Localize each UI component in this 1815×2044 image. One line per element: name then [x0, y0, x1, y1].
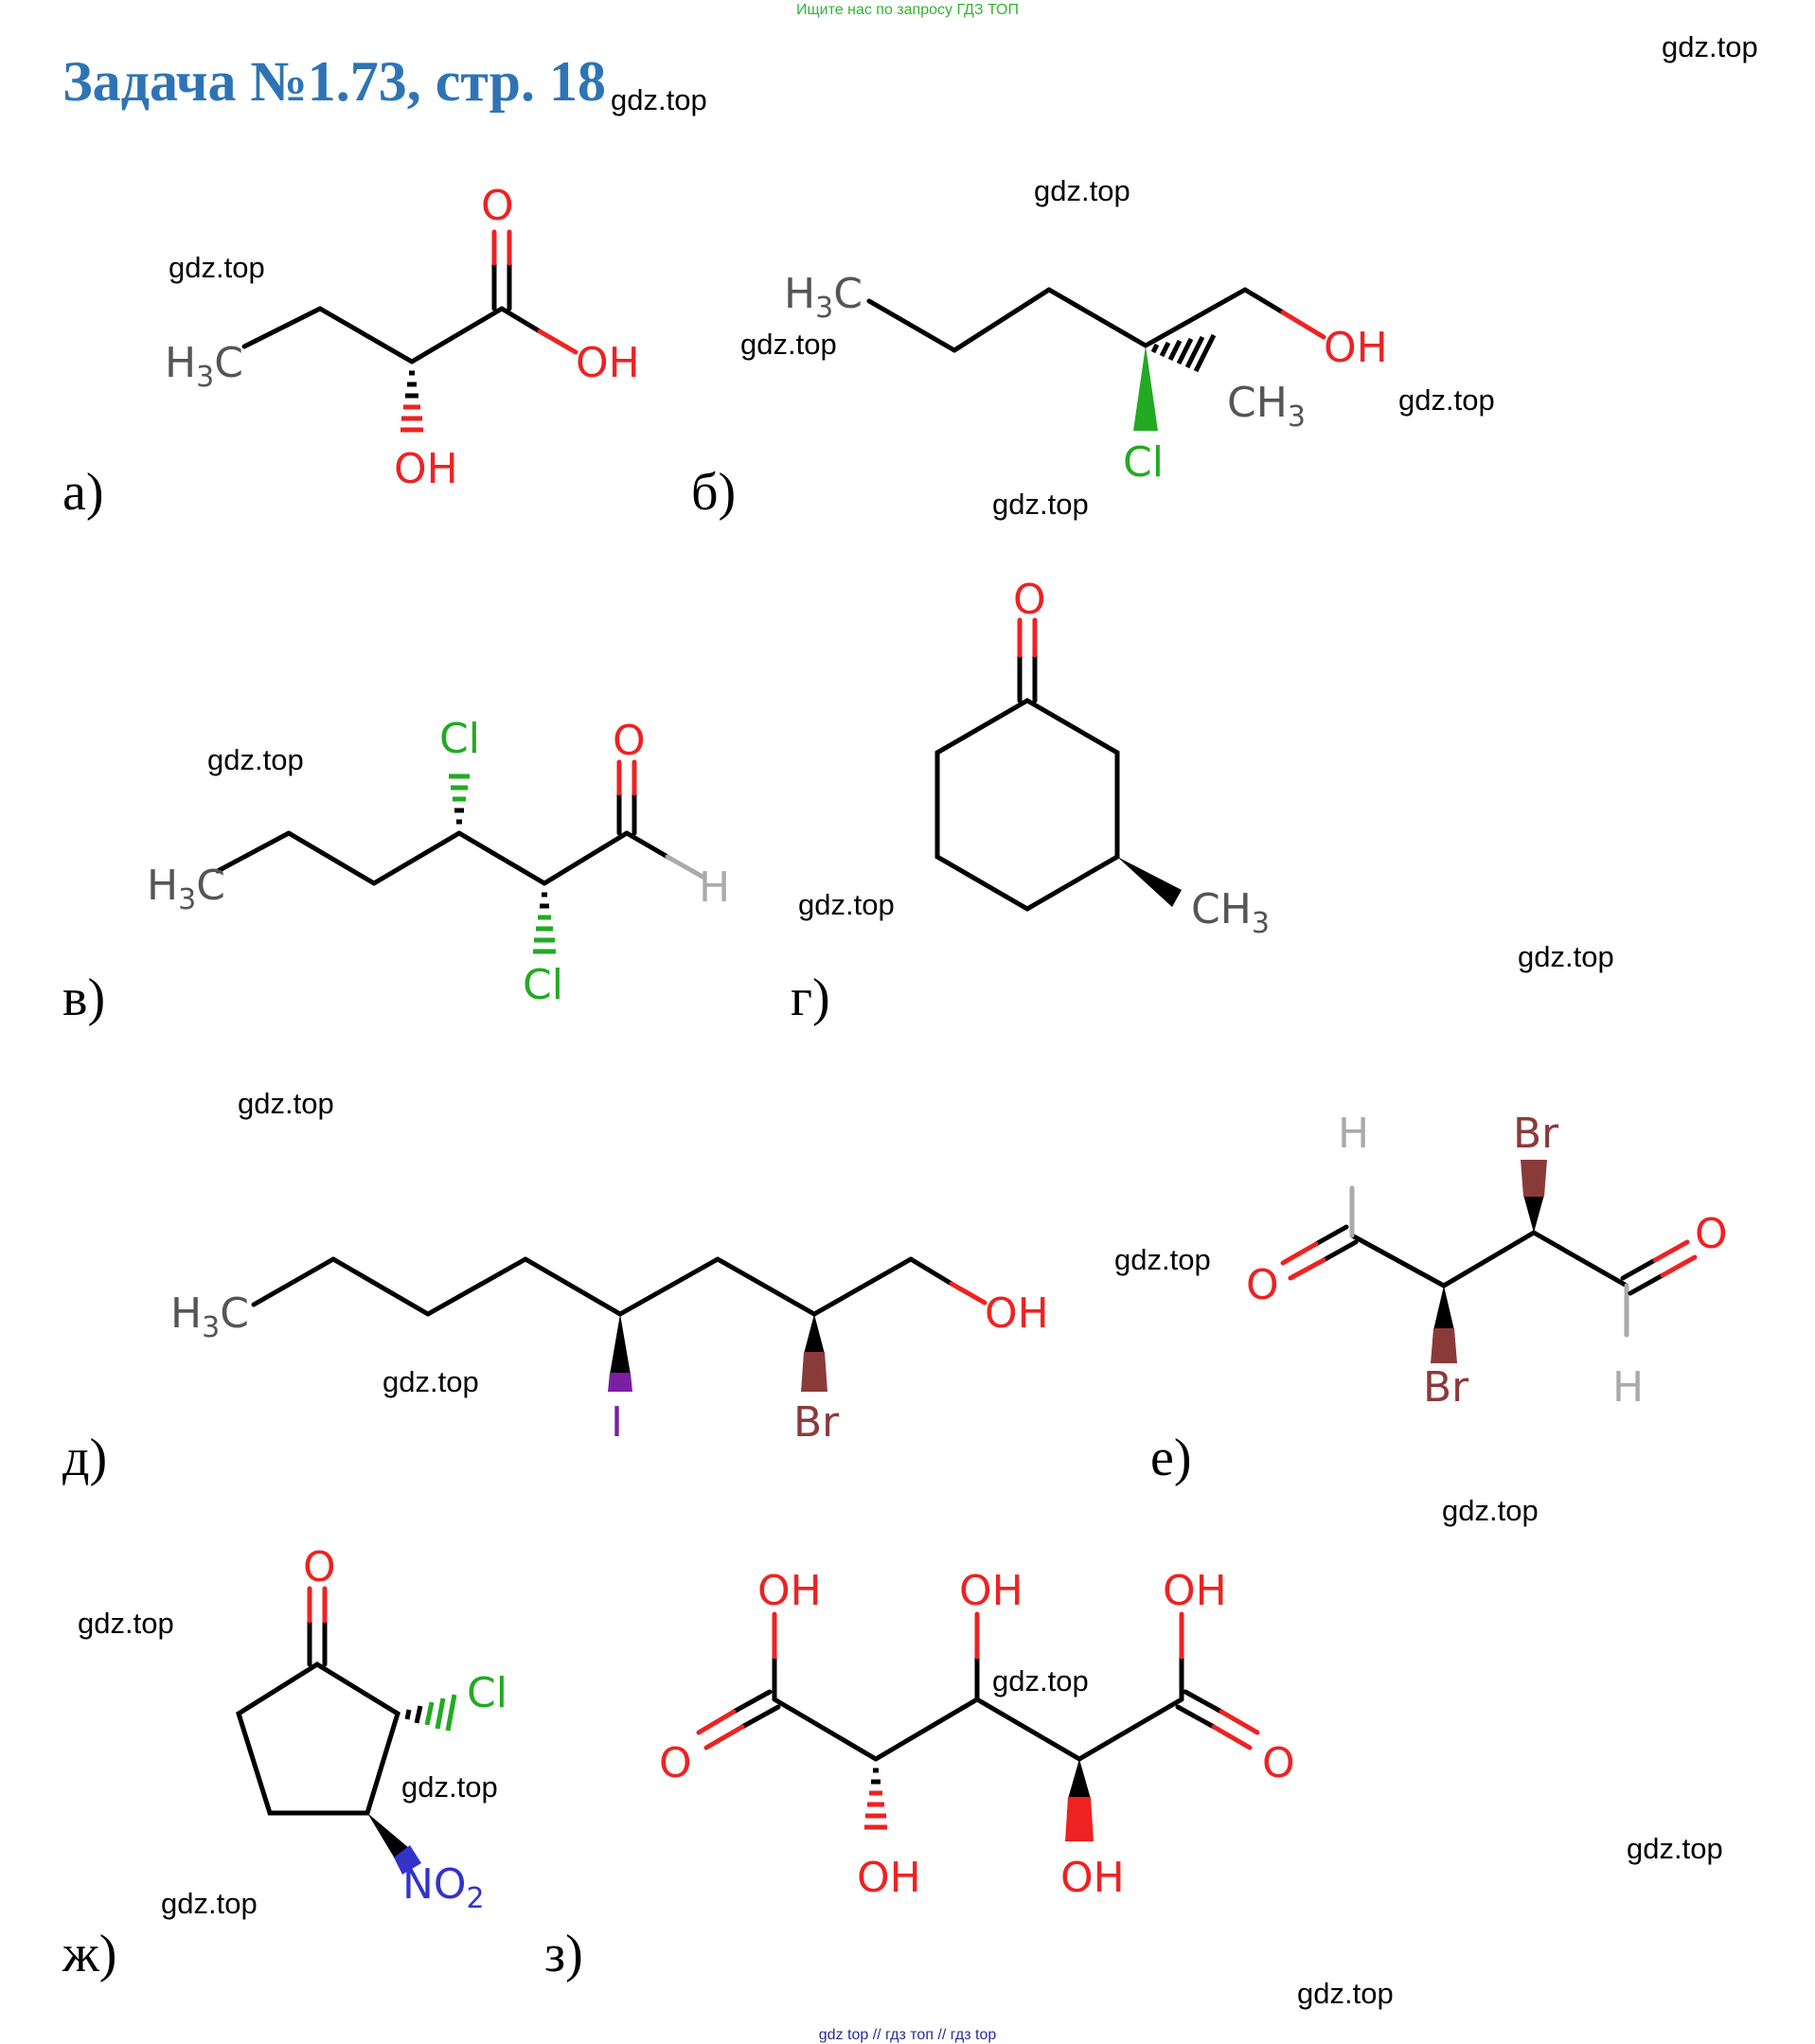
atom-label: OH — [1163, 1567, 1227, 1615]
structure-b: H3C OH CH3 Cl — [784, 270, 1388, 487]
watermark-label: gdz.top — [992, 488, 1089, 521]
atom-label: CH3 — [1227, 379, 1306, 434]
part-label-zh: ж) — [62, 1925, 117, 1983]
part-label-v: в) — [62, 969, 106, 1027]
atom-label: I — [611, 1398, 623, 1447]
atom-label: H3C — [147, 862, 225, 916]
structure-d: H3C OH I Br — [170, 1256, 1049, 1447]
atom-label: OH — [857, 1854, 921, 1902]
part-label-e: е) — [1150, 1429, 1192, 1487]
atom-label: OH — [394, 445, 458, 493]
atom-label: Br — [793, 1398, 840, 1447]
atom-label: O — [1695, 1210, 1728, 1258]
watermark-label: gdz.top — [161, 1887, 258, 1920]
hash-wedge — [864, 1768, 887, 1830]
atom-label: OH — [985, 1289, 1049, 1338]
atom-label: H3C — [170, 1289, 249, 1344]
bold-wedge — [1068, 1759, 1091, 1799]
atom-label: Cl — [467, 1669, 507, 1717]
atom-label: O — [613, 717, 646, 765]
atom-label: O — [481, 182, 514, 230]
atom-label: Cl — [523, 961, 563, 1009]
structure-g: O CH3 — [934, 576, 1270, 940]
atom-label: OH — [1060, 1854, 1125, 1902]
part-label-b: б) — [691, 463, 737, 522]
watermark-label: gdz.top — [798, 888, 895, 921]
watermark-label: gdz.top — [238, 1087, 334, 1120]
hash-wedge — [1150, 333, 1217, 373]
part-label-g: г) — [791, 969, 830, 1027]
bold-wedge — [1523, 1195, 1544, 1233]
atom-label: CH3 — [1191, 885, 1270, 940]
atom-label: O — [659, 1739, 692, 1787]
hash-wedge — [400, 370, 423, 433]
hash-wedge — [404, 1694, 457, 1732]
atom-label: H — [1338, 1110, 1369, 1158]
atom-label: NO2 — [402, 1860, 485, 1915]
watermark-label: gdz.top — [740, 328, 837, 361]
watermark-label: gdz.top — [1442, 1494, 1539, 1527]
atom-label: Br — [1423, 1363, 1469, 1412]
structure-z: OH OH OH O O OH OH — [659, 1567, 1295, 1902]
watermark-label: gdz.top — [1518, 940, 1614, 973]
structure-zh: O Cl NO2 — [236, 1543, 507, 1915]
atom-label: OH — [757, 1567, 822, 1615]
atom-label: O — [303, 1543, 336, 1591]
bold-wedge — [1133, 346, 1158, 431]
watermark-label: gdz.top — [1297, 1977, 1394, 2010]
atom-label: H3C — [784, 270, 863, 325]
page-title: Задача №1.73, стр. 18 — [62, 50, 606, 113]
part-label-a: а) — [62, 463, 104, 522]
watermark-label: gdz.top — [78, 1607, 174, 1640]
svg-text:H3C: H3C — [165, 339, 243, 394]
atom-label: O — [1262, 1739, 1295, 1787]
atom-label: Cl — [1123, 438, 1164, 487]
atom-label: Br — [1513, 1110, 1559, 1158]
atom-label: OH — [576, 339, 640, 387]
watermark-label: gdz.top — [992, 1664, 1089, 1697]
atom-label: Cl — [439, 715, 480, 763]
watermark-label: gdz.top — [611, 83, 707, 116]
watermark-label: gdz.top — [1627, 1832, 1723, 1865]
bold-wedge — [610, 1314, 631, 1375]
hash-wedge — [449, 773, 470, 825]
atom-label: H — [1612, 1363, 1644, 1412]
bold-wedge — [367, 1813, 409, 1860]
top-banner: Ищите нас по запросу ГДЗ ТОП — [796, 2, 1019, 18]
watermark-label: gdz.top — [401, 1770, 498, 1804]
footer-links: gdz top // гдз топ // гдз top — [818, 2027, 997, 2043]
part-label-z: з) — [544, 1925, 583, 1983]
structure-e: H Br O O Br H — [1246, 1110, 1728, 1412]
watermark-label: gdz.top — [1034, 174, 1130, 207]
bold-wedge — [1117, 857, 1182, 907]
structure-a: H3C O OH OH — [165, 182, 640, 493]
atom-label: O — [1246, 1261, 1279, 1309]
watermark-label: gdz.top — [383, 1365, 479, 1398]
atom-label: H3C — [165, 339, 243, 394]
watermark-label: gdz.top — [169, 251, 265, 284]
hash-wedge — [533, 892, 556, 954]
watermark-label: gdz.top — [207, 743, 304, 776]
bold-wedge — [1433, 1286, 1454, 1330]
structure-v: H3C Cl Cl O H — [147, 715, 730, 1009]
atom-label: H — [699, 863, 730, 912]
atom-label: OH — [959, 1567, 1023, 1615]
watermark-label: gdz.top — [1662, 30, 1758, 63]
watermark-label: gdz.top — [1398, 383, 1495, 417]
bold-wedge — [804, 1314, 825, 1354]
atom-label: O — [1013, 576, 1046, 624]
watermark-label: gdz.top — [1114, 1243, 1211, 1276]
part-label-d: д) — [62, 1429, 108, 1487]
atom-label: OH — [1324, 324, 1388, 372]
